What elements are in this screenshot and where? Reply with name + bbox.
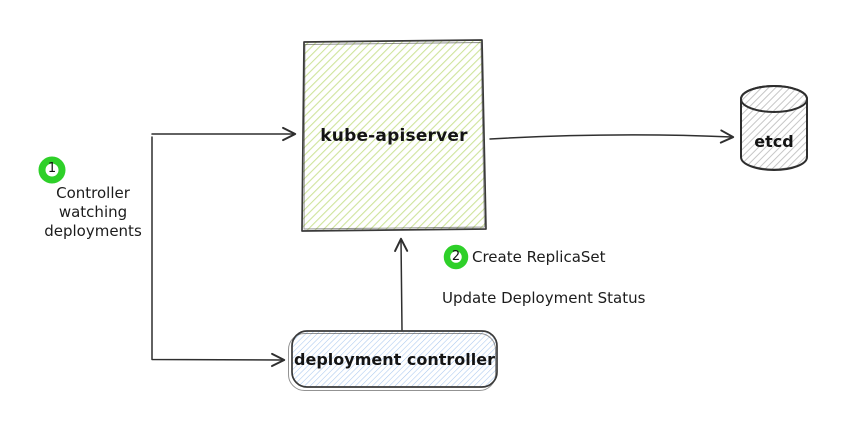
step2-note: Create ReplicaSet [472,248,606,266]
step1-badge-number: 1 [47,161,57,176]
apiserver-label: kube-apiserver [320,126,468,146]
etcd-cylinder-sketch-outline [741,159,807,170]
apiserver-box [301,39,487,232]
step2-badge-number: 2 [451,249,461,264]
step2-badge-circle [443,244,469,270]
controller-label: deployment controller [294,349,495,369]
step1-badge-circle [38,156,66,184]
etcd-cylinder-top [740,85,808,113]
etcd-label: etcd [754,131,794,151]
apiserver-box-sketch-outline [303,42,485,230]
controller-box-sketch-outline [288,333,496,391]
arrow-controller-to-apiserver [394,237,409,331]
update-status-note: Update Deployment Status [442,289,646,307]
arrow-apiserver-to-etcd [489,129,735,144]
arrow-watch-to-controller [151,136,286,368]
controller-box [291,330,498,388]
step1-note: Controller watching deployments [44,184,142,241]
